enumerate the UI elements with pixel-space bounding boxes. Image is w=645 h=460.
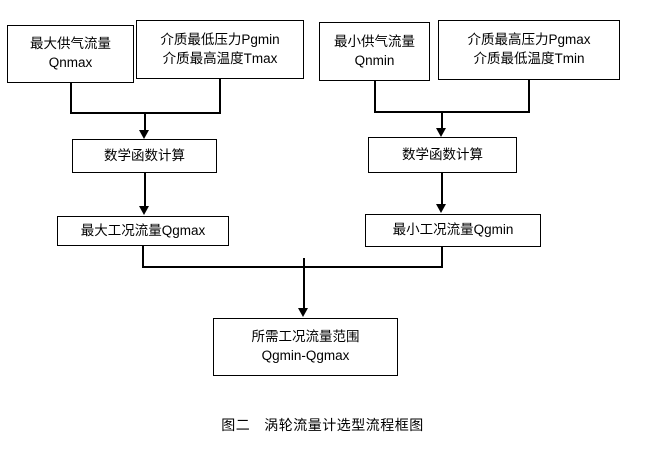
node-line-1: 最大供气流量 bbox=[30, 36, 111, 52]
node-min-pressure-max-temp: 介质最低压力Pgmin 介质最高温度Tmax bbox=[136, 20, 304, 79]
node-min-working-flow: 最小工况流量Qgmin bbox=[365, 214, 541, 247]
edge-qgmin-drop bbox=[441, 247, 443, 268]
edge-bottom-merge-bar bbox=[142, 266, 443, 268]
node-required-flow-range: 所需工况流量范围 Qgmin-Qgmax bbox=[213, 318, 398, 376]
edge-pgmax-drop bbox=[528, 80, 530, 112]
edge-pgmin-drop bbox=[219, 79, 221, 113]
arrowhead-to-calc-right bbox=[436, 128, 446, 137]
node-max-supply-flow: 最大供气流量 Qnmax bbox=[7, 25, 134, 83]
figure-caption: 图二涡轮流量计选型流程框图 bbox=[0, 415, 645, 435]
node-math-function-left: 数学函数计算 bbox=[72, 139, 217, 173]
edge-left-merge-stem bbox=[144, 112, 146, 132]
node-max-pressure-min-temp: 介质最高压力Pgmax 介质最低温度Tmin bbox=[438, 20, 620, 80]
node-line-2: 介质最低温度Tmin bbox=[473, 51, 585, 66]
node-line-1: 所需工况流量范围 bbox=[251, 329, 360, 345]
node-line-1: 最大工况流量Qgmax bbox=[80, 222, 206, 238]
node-line-1: 数学函数计算 bbox=[402, 146, 483, 162]
arrowhead-to-qgmin bbox=[436, 204, 446, 213]
node-line-1: 最小工况流量Qgmin bbox=[392, 222, 514, 238]
edge-qnmax-drop bbox=[70, 83, 72, 113]
edge-calcright-to-qgmin bbox=[441, 173, 443, 205]
caption-title: 涡轮流量计选型流程框图 bbox=[264, 417, 424, 433]
arrowhead-to-qgmax bbox=[139, 206, 149, 215]
arrowhead-to-range bbox=[298, 308, 308, 317]
node-line-2: 介质最高温度Tmax bbox=[162, 50, 278, 66]
caption-number: 图二 bbox=[221, 417, 251, 433]
node-line-1: 介质最高压力Pgmax bbox=[467, 32, 591, 48]
edge-right-merge-bar bbox=[374, 111, 530, 113]
node-math-function-right: 数学函数计算 bbox=[368, 137, 517, 173]
edge-qnmin-drop bbox=[374, 81, 376, 112]
edge-bottom-merge-stem bbox=[303, 258, 305, 310]
node-line-2: Qnmin bbox=[354, 52, 395, 68]
node-line-2: Qgmin-Qgmax bbox=[261, 348, 350, 363]
edge-right-merge-stem bbox=[441, 111, 443, 130]
node-line-1: 数学函数计算 bbox=[104, 147, 185, 163]
node-line-1: 最小供气流量 bbox=[334, 33, 415, 49]
edge-calcleft-to-qgmax bbox=[144, 173, 146, 207]
edge-qgmax-drop bbox=[142, 246, 144, 268]
node-line-1: 介质最低压力Pgmin bbox=[160, 31, 280, 47]
arrowhead-to-calc-left bbox=[139, 130, 149, 139]
node-line-2: Qnmax bbox=[48, 55, 93, 70]
node-min-supply-flow: 最小供气流量 Qnmin bbox=[319, 22, 430, 81]
node-max-working-flow: 最大工况流量Qgmax bbox=[57, 216, 229, 246]
